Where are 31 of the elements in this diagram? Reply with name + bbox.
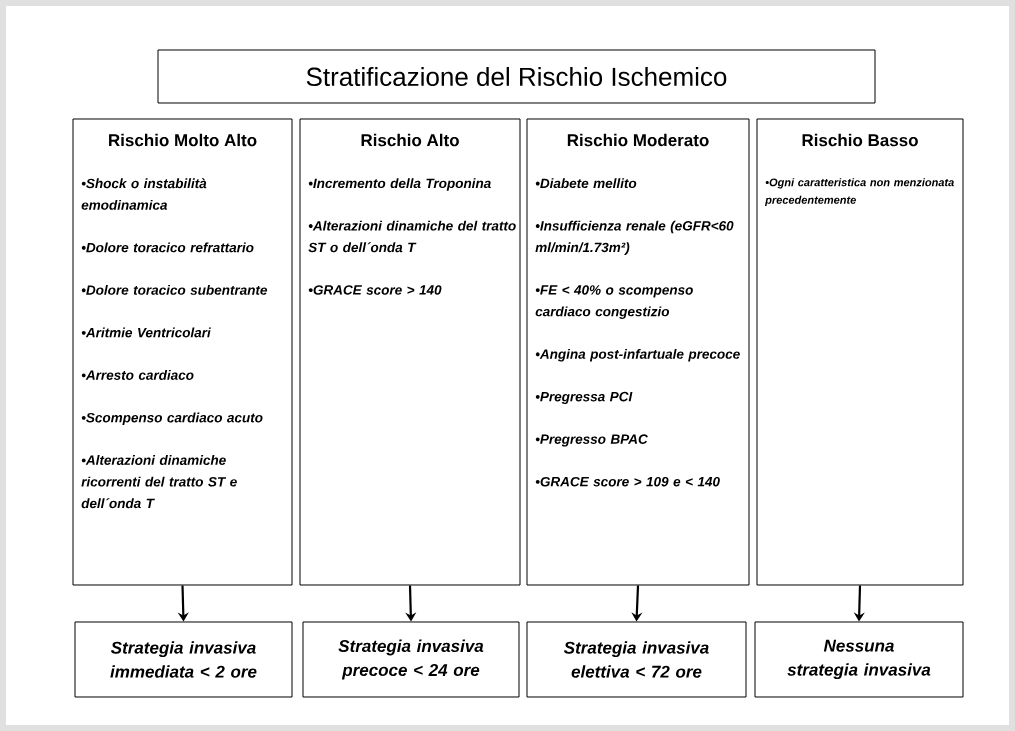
- column-heading: Rischio Moderato: [567, 133, 709, 147]
- bullet-item: •Scompenso cardiaco acuto: [81, 412, 263, 426]
- bullet-item: •Dolore toracico refrattario: [81, 242, 254, 253]
- bullet-item: •GRACE score > 109 e < 140: [535, 476, 720, 487]
- bullet-item: •Alterazioni dinamiche del tratto ST o dell´onda T: [308, 220, 516, 253]
- risk-column: [526, 118, 750, 586]
- strategy-box: Strategia invasiva elettiva < 72 ore: [526, 621, 747, 698]
- column-heading: Rischio Alto: [361, 133, 459, 147]
- bullet-item: •Alterazioni dinamiche ricorrenti del tratto ST e dell´onda T: [81, 455, 237, 509]
- column-heading: Rischio Molto Alto: [109, 133, 257, 147]
- bullet-item: •Arresto cardiaco: [81, 370, 194, 380]
- risk-column: [72, 118, 293, 586]
- bullet-item: •FE < 40% o scompenso cardiaco congestizio: [535, 285, 693, 320]
- bullet-item: •Pregresso BPAC: [535, 434, 648, 447]
- bullet-item: •Aritmie Ventricolari: [81, 327, 211, 338]
- risk-column: [299, 118, 521, 586]
- bullet-item: •Shock o instabilità emodinamica: [81, 178, 207, 210]
- bullet-item: •Pregressa PCI: [535, 391, 633, 405]
- strategy-box: Strategia invasiva precoce < 24 ore: [302, 621, 520, 698]
- bullet-item: •Ogni caratteristica non menzionata precedentemente: [764, 178, 954, 207]
- strategy-box: Nessuna strategia invasiva: [754, 621, 964, 698]
- bullet-item: •Incremento della Troponina: [308, 178, 491, 191]
- bullet-item: •Dolore toracico subentrante: [81, 284, 268, 295]
- risk-column: [756, 118, 964, 586]
- bullet-item: •Angina post-infartuale precoce: [535, 348, 740, 362]
- title-box: Stratificazione del Rischio Ischemico: [157, 49, 876, 104]
- bullet-item: •GRACE score > 140: [308, 285, 442, 295]
- column-heading: Rischio Basso: [802, 133, 918, 147]
- strategy-box: Strategia invasiva immediata < 2 ore: [74, 621, 293, 698]
- bullet-item: •Insufficienza renale (eGFR<60 ml/min/1.73m²): [535, 220, 734, 255]
- bullet-item: •Diabete mellito: [535, 178, 637, 189]
